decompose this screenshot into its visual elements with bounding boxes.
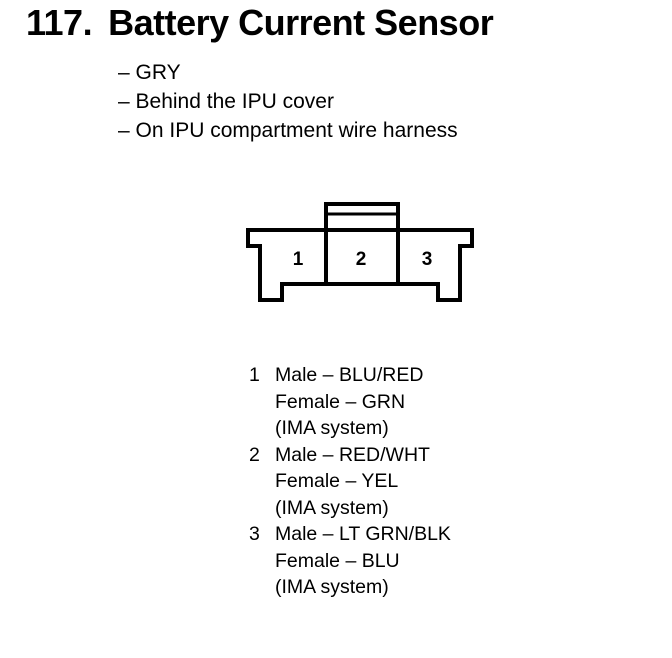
spec-color: – GRY [118, 61, 181, 84]
spec-harness: – On IPU compartment wire harness [118, 119, 458, 142]
pin-female-wire: Female – BLU [275, 549, 400, 572]
pin-number: 3 [249, 523, 260, 545]
pin-list: 1 Male – BLU/RED Female – GRN (IMA syste… [249, 362, 451, 601]
pin-number: 2 [249, 443, 260, 466]
pin-male-wire: Male – RED/WHT [275, 443, 430, 466]
pin-female-wire: Female – GRN [275, 390, 406, 413]
pin-male-wire: Male – LT GRN/BLK [275, 523, 451, 545]
pin-item: 1 Male – BLU/RED Female – GRN (IMA syste… [249, 362, 451, 442]
title-number: 117. [26, 2, 93, 43]
terminal-2-label: 2 [356, 249, 367, 270]
pin-system: (IMA system) [275, 417, 389, 439]
spec-location: – Behind the IPU cover [118, 90, 334, 113]
terminal-3-label: 3 [422, 249, 433, 270]
pin-female-wire: Female – YEL [275, 470, 399, 492]
page-title: 117. Battery Current Sensor [26, 2, 494, 44]
connector-diagram: 1 2 3 [246, 202, 474, 302]
pin-item: 2 Male – RED/WHT Female – YEL (IMA syste… [249, 442, 451, 522]
title-text: Battery Current Sensor [108, 2, 494, 43]
connector-lock-tab [324, 202, 400, 232]
pin-item: 3 Male – LT GRN/BLK Female – BLU (IMA sy… [249, 521, 451, 601]
terminal-1-label: 1 [293, 249, 304, 270]
pin-number: 1 [249, 364, 260, 386]
pin-male-wire: Male – BLU/RED [275, 364, 424, 386]
connector-specs: – GRY – Behind the IPU cover – On IPU co… [118, 58, 458, 145]
pin-system: (IMA system) [275, 576, 389, 598]
connector-housing [246, 228, 474, 302]
pin-system: (IMA system) [275, 496, 389, 519]
